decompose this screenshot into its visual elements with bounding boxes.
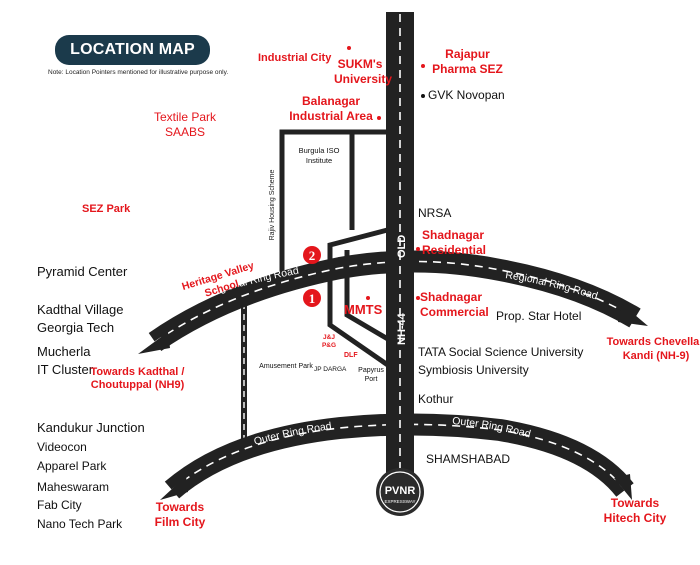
rajiv-housing-label: Rajiv Housing Scheme bbox=[269, 169, 276, 240]
place-mucherla: Mucherla bbox=[37, 344, 91, 359]
place-kandukur-junction: Kandukur Junction bbox=[37, 420, 145, 435]
svg-text:1: 1 bbox=[309, 291, 316, 306]
place-kothur: Kothur bbox=[418, 392, 454, 406]
place-gvk-novopan: GVK Novopan bbox=[428, 88, 505, 102]
old-road bbox=[327, 225, 397, 373]
place-sez-park: SEZ Park bbox=[82, 203, 131, 215]
place-jp-darga: JP DARGA bbox=[314, 366, 347, 373]
towards-chevella-kandi: Towards Chevella / Kandi (NH-9) bbox=[606, 336, 700, 362]
svg-text:PVNR: PVNR bbox=[385, 485, 416, 497]
gvk-pin bbox=[421, 94, 425, 98]
pvnr-expressway-badge: PVNR EXPRESSWAY bbox=[376, 468, 424, 516]
place-nano-tech-park: Nano Tech Park bbox=[37, 517, 123, 531]
location-map-title: LOCATION MAP bbox=[55, 35, 210, 65]
rrr-west-arrow bbox=[138, 332, 170, 354]
shadnagar-comm-pin bbox=[416, 296, 420, 300]
place-kadthal-village: Kadthal Village bbox=[37, 302, 124, 317]
place-pyramid-center: Pyramid Center bbox=[37, 264, 128, 279]
place-mmts: MMTS bbox=[344, 302, 383, 317]
place-fab-city: Fab City bbox=[37, 498, 82, 512]
place-amusement-park: Amusement Park bbox=[259, 363, 313, 370]
place-prop-star-hotel: Prop. Star Hotel bbox=[496, 309, 582, 323]
orr-west-arrow bbox=[160, 476, 188, 500]
industrial-city-pin bbox=[347, 46, 351, 50]
rrr-east-arrow bbox=[618, 304, 648, 326]
shadnagar-res-pin bbox=[416, 247, 420, 251]
place-shadnagar-residential: Shadnagar Residential bbox=[422, 228, 487, 257]
place-maheswaram: Maheswaram bbox=[37, 480, 110, 494]
place-jj-pg: J&J P&G bbox=[321, 334, 337, 349]
place-tata-university: TATA Social Science University bbox=[418, 345, 584, 359]
towards-film-city: Towards Film City bbox=[154, 500, 206, 529]
orr-east-arrow bbox=[614, 474, 632, 500]
mmts-pin bbox=[366, 296, 370, 300]
place-balanagar: Balanagar Industrial Area bbox=[289, 94, 373, 123]
rajapur-pin bbox=[421, 64, 425, 68]
place-shamshabad: SHAMSHABAD bbox=[426, 452, 511, 466]
towards-hitech-city: Towards Hitech City bbox=[603, 496, 667, 525]
place-georgia-tech: Georgia Tech bbox=[37, 320, 115, 335]
place-videocon: Videocon bbox=[37, 440, 87, 454]
svg-text:2: 2 bbox=[309, 248, 316, 263]
nh44-highway bbox=[386, 12, 414, 490]
place-symbiosis-university: Symbiosis University bbox=[418, 363, 529, 377]
kothur-road-label: Kothur Road bbox=[287, 242, 292, 268]
place-textile-park: Textile Park SAABS bbox=[153, 110, 217, 139]
place-burgula-institute: Burgula ISO Institute bbox=[298, 146, 340, 165]
place-shadnagar-commercial: Shadnagar Commercial bbox=[420, 290, 489, 319]
local-roads bbox=[279, 129, 400, 373]
illustrative-note: Note: Location Pointers mentioned for il… bbox=[48, 69, 229, 76]
svg-text:EXPRESSWAY: EXPRESSWAY bbox=[384, 499, 415, 504]
place-it-cluster: IT Cluster bbox=[37, 362, 94, 377]
place-rajapur-pharma-sez: Rajapur Pharma SEZ bbox=[432, 47, 503, 76]
place-nrsa: NRSA bbox=[418, 206, 452, 220]
old-label: OLD bbox=[396, 235, 408, 258]
marker-one: 1 bbox=[303, 289, 321, 307]
place-industrial-city: Industrial City bbox=[258, 52, 332, 64]
place-dlf: DLF bbox=[344, 352, 358, 359]
nh44-label: NH-44 bbox=[396, 312, 408, 345]
marker-two: 2 bbox=[303, 246, 321, 264]
place-sukm-university: SUKM's University bbox=[334, 57, 393, 86]
place-apparel-park: Apparel Park bbox=[37, 459, 107, 473]
towards-kadthal-choutuppal: Towards Kadthal / Choutuppal (NH9) bbox=[90, 366, 185, 391]
balanagar-pin bbox=[377, 116, 381, 120]
place-papyrus-port: Papyrus Port bbox=[358, 367, 384, 383]
